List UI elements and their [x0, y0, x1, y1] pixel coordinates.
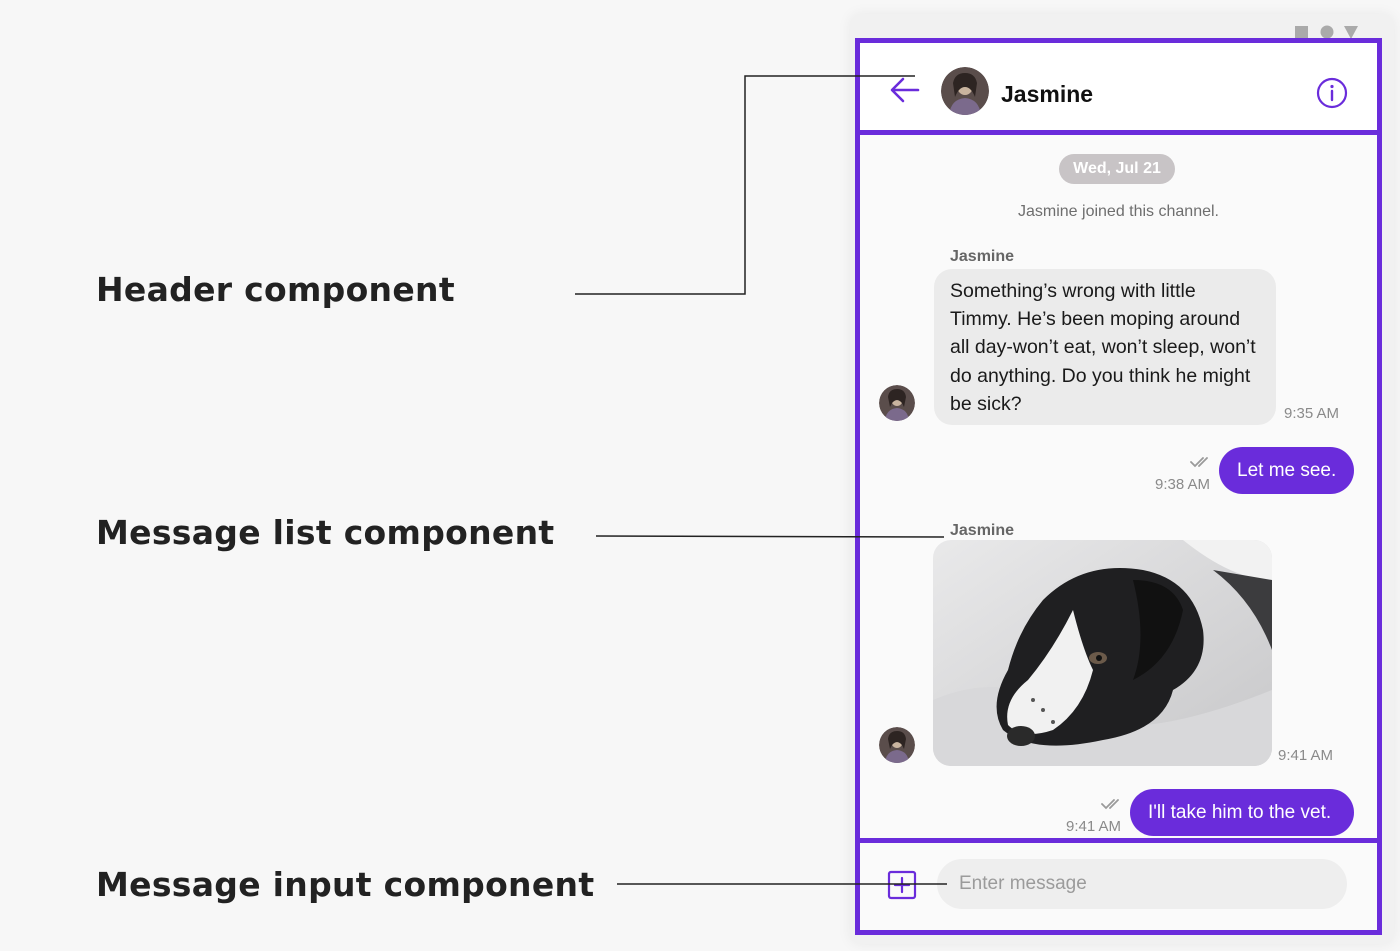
double-check-icon	[1190, 457, 1208, 468]
message-input[interactable]	[937, 859, 1347, 909]
status-bar-icons	[1295, 25, 1358, 39]
message-timestamp: 9:38 AM	[1155, 476, 1211, 493]
outgoing-message-bubble[interactable]: I'll take him to the vet.	[1130, 789, 1354, 836]
message-timestamp: 9:35 AM	[1284, 405, 1340, 422]
message-timestamp: 9:41 AM	[1066, 818, 1122, 835]
battery-icon	[1344, 26, 1358, 39]
sender-avatar[interactable]	[879, 727, 915, 763]
wifi-icon	[1320, 25, 1334, 39]
dog-photo	[933, 540, 1272, 766]
callout-message-input-label: Message input component	[96, 865, 595, 904]
callout-header-label: Header component	[96, 270, 455, 309]
sender-avatar[interactable]	[879, 385, 915, 421]
message-text-line: Something’s wrong with little	[950, 280, 1196, 302]
system-message: Jasmine joined this channel.	[1017, 203, 1219, 220]
message-text-line: be sick?	[950, 392, 1022, 415]
message-timestamp: 9:41 AM	[1278, 747, 1334, 764]
avatar-person-icon	[879, 727, 915, 763]
avatar[interactable]	[941, 67, 989, 115]
channel-title: Jasmine	[1001, 81, 1094, 107]
arrow-left-icon[interactable]	[890, 77, 920, 103]
message-text-line: all day-won’t eat, won’t sleep, won’t	[950, 336, 1256, 359]
image-attachment[interactable]	[933, 540, 1272, 766]
message-input-bar	[855, 838, 1382, 935]
message-text-line: do anything. Do you think he might	[950, 364, 1251, 387]
plus-square-icon[interactable]	[887, 870, 917, 900]
double-check-icon	[1101, 799, 1119, 810]
incoming-message-bubble[interactable]: Something’s wrong with little Timmy. He’…	[934, 269, 1276, 425]
avatar-person-icon	[941, 67, 989, 115]
callout-message-list-label: Message list component	[96, 513, 555, 552]
channel-header: Jasmine	[855, 38, 1382, 135]
info-icon[interactable]	[1316, 77, 1348, 109]
avatar-person-icon	[879, 385, 915, 421]
message-sender-name: Jasmine	[950, 522, 1015, 539]
date-separator: Wed, Jul 21	[1059, 154, 1175, 184]
signal-icon	[1295, 26, 1308, 39]
message-text-line: Timmy. He’s been moping around	[950, 308, 1241, 331]
outgoing-message-bubble[interactable]: Let me see.	[1219, 447, 1354, 494]
message-list[interactable]: Wed, Jul 21 Jasmine joined this channel.…	[855, 130, 1382, 843]
message-sender-name: Jasmine	[950, 248, 1015, 265]
